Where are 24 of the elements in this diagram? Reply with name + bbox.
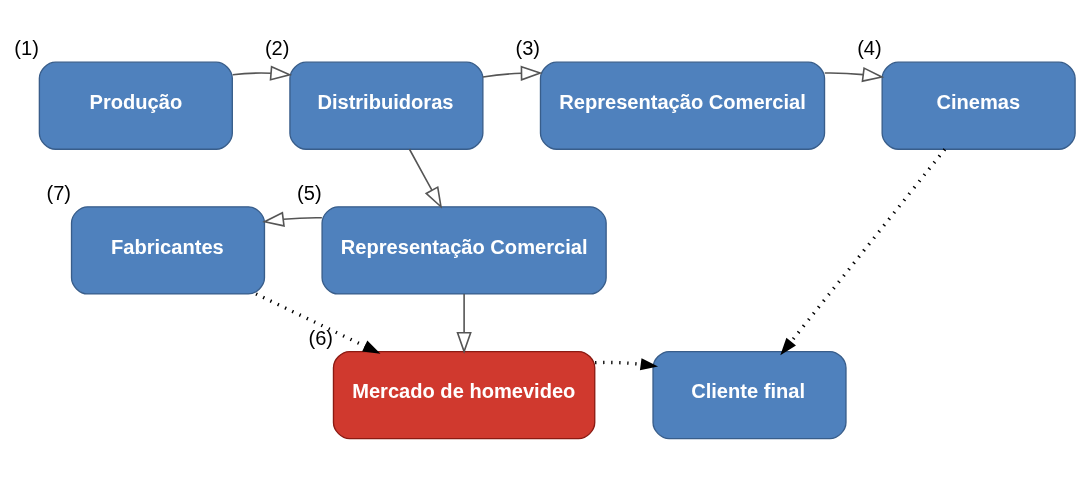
node-box: Cliente final (652, 350, 847, 440)
arrow (595, 358, 659, 371)
node-box: Fabricantes (70, 206, 266, 295)
node-box: Distribuidoras (289, 61, 484, 150)
node-box: Mercado de homevideo (332, 350, 596, 440)
node-box: Representação Comercial (539, 61, 826, 150)
arrow (482, 65, 543, 81)
arrow (255, 292, 381, 354)
node-label: (2) (264, 37, 290, 60)
arrow (231, 65, 293, 81)
node-box: Representação Comercial (321, 206, 607, 295)
arrow (408, 148, 443, 209)
node-label: (3) (515, 37, 541, 60)
arrow (456, 293, 472, 354)
arrow (780, 148, 947, 356)
node-label: (4) (857, 37, 882, 60)
node-label: (1) (14, 37, 39, 60)
node-label: (7) (46, 182, 72, 205)
node-box: Produção (38, 61, 233, 150)
node-label: (6) (308, 326, 334, 349)
arrow (823, 66, 885, 83)
arrow (262, 211, 323, 227)
node-box: Cinemas (881, 61, 1076, 150)
node-label: (5) (297, 182, 322, 205)
